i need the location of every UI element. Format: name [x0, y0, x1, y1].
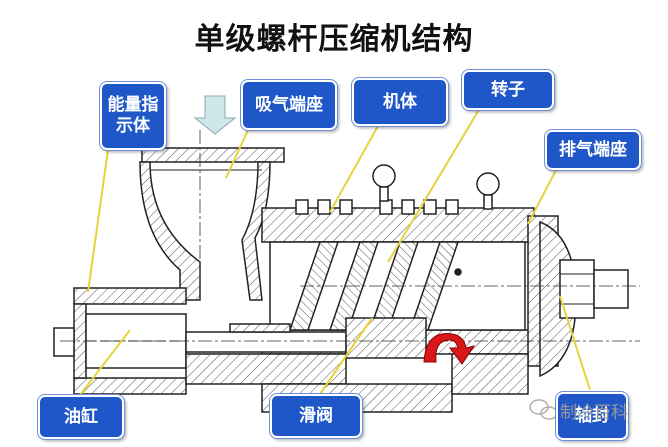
- leader-lines: [79, 107, 591, 396]
- inlet-arrow-icon: [193, 95, 237, 135]
- label-rotor: 转子: [462, 70, 554, 110]
- label-slide-valve: 滑阀: [270, 394, 362, 438]
- label-suction-seat: 吸气端座: [241, 80, 337, 130]
- diagram-title: 单级螺杆压缩机结构: [194, 22, 474, 57]
- discharge-seat-housing: [539, 220, 629, 378]
- center-lines: [60, 130, 640, 342]
- label-discharge-seat: 排气端座: [545, 130, 641, 170]
- watermark-text: 制冷百科: [560, 403, 628, 423]
- label-machine-body: 机体: [352, 78, 448, 126]
- rotation-arrow-icon: [423, 333, 476, 365]
- label-shaft-seal: 轴封: [556, 392, 628, 440]
- suction-seat-housing: [139, 147, 285, 301]
- wechat-watermark-icon: [529, 399, 558, 420]
- label-oil-cylinder: 油缸: [38, 395, 124, 439]
- label-energy-indicator: 能量指示体: [100, 82, 166, 150]
- slide-valve: [185, 317, 529, 413]
